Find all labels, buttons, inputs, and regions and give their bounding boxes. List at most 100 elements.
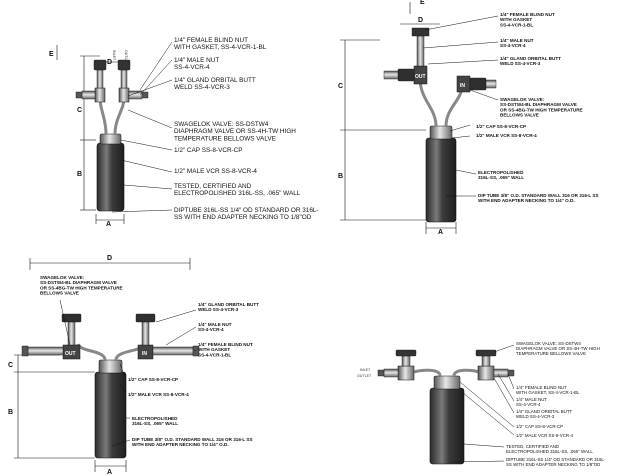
port-label-inlet: INLET [112,50,116,61]
dim-b: B [77,171,82,178]
label-line: SS-DSTW4-BL DIAPHRAGM VALVE [40,280,117,285]
cylinder-cap [98,359,123,374]
label-line: 1/4" FEMALE BLIND NUT [198,342,253,347]
view-bottom-left: D C B A OUT IN SWAGELOK VALVE:SS-DSTW4- [8,255,259,475]
cylinder-cap [429,125,453,140]
label-line: WELD SS-4-VCR-3 [198,307,239,312]
label-line: 316L-SS, .065" WALL [132,421,178,426]
label-half-cap: 1/2" CAP SS-8-VCR-CP [128,377,178,382]
valve-handle-left [61,313,82,323]
label-line: TESTED, CERTIFIED AND [506,444,559,449]
valve-handle-right [135,313,156,323]
label-line: 1/4" FEMALE BLIND NUT [500,12,555,17]
label-line: 1/4" MALE NUT [500,38,534,43]
dim-e: E [420,0,425,6]
cylinder-cap [99,133,122,145]
port-label-in: IN [460,83,465,89]
label-line: 1/2" CAP SS-8-VCR-CP [128,377,178,382]
label-line: SS-4-VCR-1-BL [198,352,231,357]
label-line: 1/4" MALE NUT [174,57,219,64]
leader-lines [449,344,515,463]
label-line: TESTED, CERTIFIED AND [174,183,252,190]
valve-handle-right [117,59,131,71]
dim-c: C [338,83,343,90]
label-line: 1/4" GLAND ORBITAL BUTT [174,77,256,84]
label-half-male-vcr: 1/2" MALE VCR SS-8-VCR-4 [516,433,574,438]
dim-a: A [106,221,111,228]
label-swagelok-valve: SWAGELOK VALVE:SS-DSTW4-BL DIAPHRAGM VAL… [40,275,123,295]
dim-d: D [418,17,423,24]
label-line: TEMPERATURE BELLOWS VALVE [174,135,276,142]
label-line: BELLOWS VALVE [500,112,539,117]
label-swagelok-valve: SWAGELOK VALVE:SS-DSTW4-BL DIAPHRAGM VAL… [500,97,583,117]
port-label-out: OUT [415,74,426,80]
label-diptube: DIPTUBE 316L-SS 1/4" OD STANDARD OR 316L… [174,207,319,221]
label-line: ELECTROPOLISHED [132,416,178,421]
label-half-male-vcr: 1/2" MALE VCR SS-8-VCR-4 [174,168,257,175]
label-line: WITH GASKET, SS-4-VCR-1-BL [174,44,267,51]
cylinder-body [425,137,457,223]
label-line: 1/2" CAP SS-8-VCR-CP [476,124,526,129]
label-line: 1/2" CAP SS-8-VCR-CP [516,424,563,429]
label-half-cap: 1/2" CAP SS-8-VCR-CP [174,147,243,154]
label-line: ELECTROPOLISHED [478,170,524,175]
dim-c: C [77,107,82,114]
label-line: ELECTROPOLISHED 316L-SS, .065" WALL [174,190,301,197]
dim-d: D [107,59,112,66]
cylinder-body [96,142,125,212]
label-line: 1/2" MALE VCR SS-8-VCR-4 [516,433,574,438]
label-line: BELLOWS VALVE [40,290,79,295]
dimension-lines [340,2,457,234]
label-diptube: DIP TUBE 3/8" O.D. STANDARD WALL 316 OR … [132,437,253,447]
leader-lines [422,15,499,197]
label-line: 1/4" FEMALE BLIND NUT [516,385,567,390]
valve-handle-out [397,68,415,82]
label-line: WELD SS-4-VCR-3 [500,61,541,66]
dim-d: D [107,255,112,262]
label-line: DIP TUBE 3/8" O.D. STANDARD WALL 316 OR … [132,437,253,442]
label-line: OR SS-4BG-TW HIGH TEMPERATURE [40,285,123,290]
port-label-out: OUT [65,351,76,357]
label-line: DIAPHRAGM VALVE OR SS-4H-TW HIGH [516,346,600,351]
label-line: SWAGELOK VALVE: SS-DSTW4 [516,341,581,346]
label-line: 1/4" GLAND ORBITAL BUTT [516,409,573,414]
label-line: WELD SS-4-VCR-3 [516,414,555,419]
valve-body-left [397,365,415,381]
label-line: 1/4" MALE NUT [198,322,232,327]
label-line: TEMPERATURE BELLOWS VALVE [516,351,586,356]
label-line: SS-DSTW4-BL DIAPHRAGM VALVE [500,102,577,107]
cylinder-body [429,387,465,465]
label-line: SWAGELOK VALVE: SS-DSTW4 [174,121,269,128]
view-top-left: E D C B A INLET OUTLET [49,37,319,228]
label-line: SS-4-VCR-4 [500,43,526,48]
label-line: SWAGELOK VALVE: [500,97,545,102]
label-line: 1/2" MALE VCR SS-8-VCR-4 [128,392,189,397]
label-line: 1/4" MALE NUT [516,397,547,402]
label-line: 1/2" MALE VCR SS-8-VCR-4 [174,168,257,175]
label-line: WITH GASKET [500,17,532,22]
label-line: 1/4" GLAND ORBITAL BUTT [500,56,561,61]
dim-b: B [338,173,343,180]
label-half-male-vcr: 1/2" MALE VCR SS-8-VCR-4 [476,133,537,138]
cylinder-cap [433,375,461,390]
valve-body-right [118,87,130,103]
dim-a: A [438,229,443,236]
valve-handle-right [475,349,497,357]
label-half-cap: 1/2" CAP SS-8-VCR-CP [516,424,563,429]
valve-handle-left [395,349,417,357]
label-half-male-vcr: 1/2" MALE VCR SS-8-VCR-4 [128,392,189,397]
label-diptube: DIPTUBE 316L-SS 1/4" OD STANDARD OR 316L… [506,457,606,467]
label-line: WITH END ADAPTER NECKING TO 1/4" O.D. [132,442,229,447]
